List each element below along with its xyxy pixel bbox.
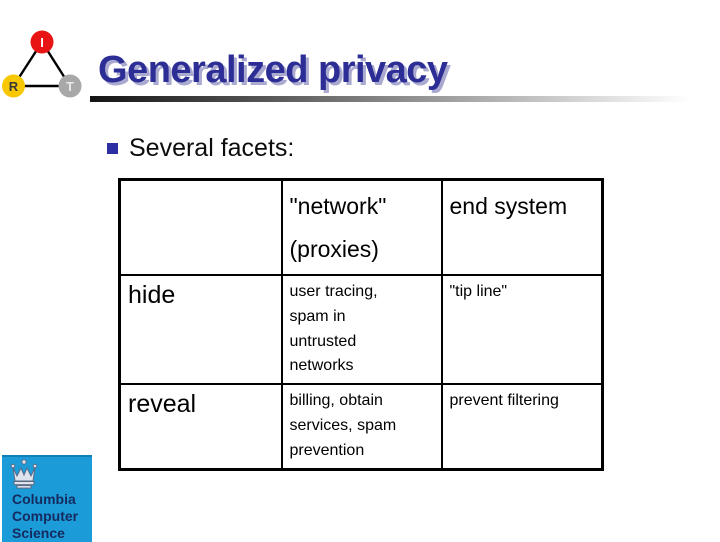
node-i-circle	[30, 30, 54, 54]
table-row-reveal: reveal billing, obtain services, spam pr…	[118, 383, 604, 471]
science-line: Science	[12, 525, 65, 541]
node-t-circle	[58, 74, 82, 98]
node-i-label: I	[40, 35, 44, 50]
facets-table: "network" (proxies) end system hide user…	[118, 178, 604, 471]
network-triangle-logo-icon: I R T	[2, 30, 82, 98]
title-underline-rule	[90, 96, 715, 102]
table-row-hide: hide user tracing, spam in untrusted net…	[118, 274, 604, 386]
row-label-reveal: reveal	[118, 383, 283, 471]
cell-hide-end-system: "tip line"	[440, 274, 604, 386]
header-blank-cell	[118, 178, 283, 277]
columbia-cs-text: Columbia Computer Science	[12, 491, 78, 542]
slide-title: Generalized privacy	[98, 49, 448, 91]
header-end-system-cell: end system	[440, 178, 604, 277]
crown-icon	[10, 459, 38, 489]
cell-hide-network: user tracing, spam in untrusted networks	[280, 274, 443, 386]
header-network-cell: "network" (proxies)	[280, 178, 443, 277]
bullet-square-icon	[107, 143, 118, 154]
table-header-row: "network" (proxies) end system	[118, 178, 604, 277]
cell-reveal-network: billing, obtain services, spam preventio…	[280, 383, 443, 471]
cell-reveal-end-system: prevent filtering	[440, 383, 604, 471]
columbia-line: Columbia	[12, 491, 76, 507]
node-r-circle	[2, 74, 25, 98]
bullet-text: Several facets:	[129, 134, 295, 162]
columbia-cs-logo: Columbia Computer Science	[2, 455, 92, 542]
row-label-hide: hide	[118, 274, 283, 386]
computer-line: Computer	[12, 508, 79, 524]
node-t-label: T	[66, 79, 74, 94]
node-r-label: R	[9, 79, 19, 94]
bullet-item: Several facets:	[107, 133, 294, 163]
